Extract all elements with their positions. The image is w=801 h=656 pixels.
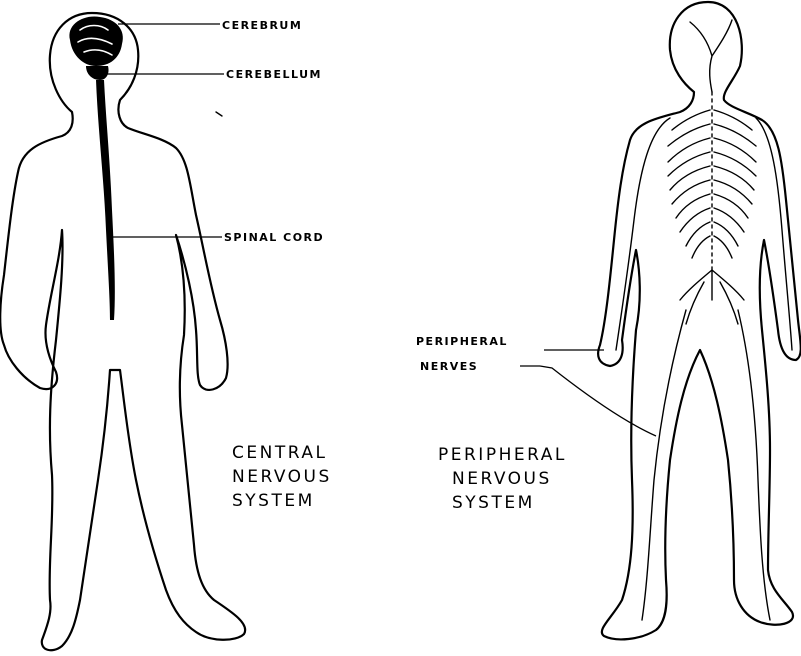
- peripheral-nerves-label-line1: PERIPHERAL: [416, 335, 508, 348]
- peripheral-nerves-label-line2: NERVES: [420, 360, 478, 373]
- cns-title-line1: CENTRAL: [232, 443, 327, 463]
- pns-body-outline: [598, 2, 801, 639]
- cerebellum-label: CEREBELLUM: [226, 68, 322, 81]
- cns-figure: [0, 13, 245, 650]
- pns-pelvic-plexus: [680, 270, 744, 324]
- peripheral-nerves-leader-3: [540, 366, 656, 436]
- cns-body-outline: [0, 13, 245, 650]
- pns-left-arm-nerve: [616, 118, 670, 350]
- cerebellum-shape: [86, 66, 109, 80]
- cerebrum-brain: [69, 16, 122, 66]
- pns-left-leg-nerve: [642, 310, 686, 620]
- pns-title-line2: NERVOUS: [452, 469, 552, 489]
- spinal-cord-label: SPINAL CORD: [224, 231, 324, 244]
- spinal-cord-shape: [96, 80, 115, 320]
- pns-title-line1: PERIPHERAL: [438, 445, 567, 465]
- cns-title-line2: NERVOUS: [232, 467, 332, 487]
- pns-figure: [520, 2, 801, 639]
- cerebrum-label: CEREBRUM: [222, 19, 302, 32]
- pns-title-line3: SYSTEM: [452, 493, 535, 513]
- cns-title-line3: SYSTEM: [232, 491, 315, 511]
